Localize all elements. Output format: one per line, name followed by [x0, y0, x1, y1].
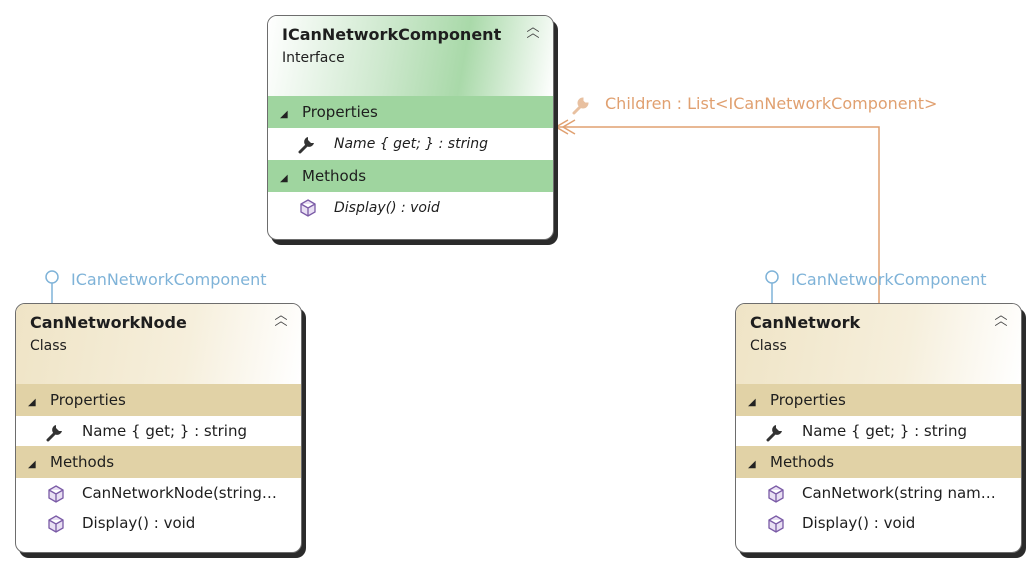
property-text: Name { get; } : string: [82, 422, 247, 440]
node-properties-section[interactable]: ◢ Properties: [16, 384, 301, 416]
property-text: Name { get; } : string: [802, 422, 967, 440]
interface-header[interactable]: ICanNetworkComponent Interface ︿︿: [268, 16, 553, 96]
double-chevron-up-icon[interactable]: ︿︿: [994, 308, 1008, 329]
node-interface-label: ICanNetworkComponent: [71, 270, 267, 289]
triangle-down-icon: ◢: [748, 397, 756, 408]
interface-method-row[interactable]: Display() : void: [268, 192, 553, 224]
method-text: Display() : void: [82, 514, 196, 532]
section-label: Properties: [50, 391, 126, 409]
network-method-row[interactable]: Display() : void: [736, 508, 1021, 538]
network-method-row[interactable]: CanNetwork(string nam…: [736, 478, 1021, 508]
node-title: CanNetworkNode: [30, 313, 187, 332]
cube-icon: [300, 199, 316, 217]
wrench-icon: [46, 424, 62, 441]
association-wrench-icon: [572, 97, 589, 115]
network-header[interactable]: CanNetwork Class ︿︿: [736, 304, 1021, 384]
network-methods-section[interactable]: ◢ Methods: [736, 446, 1021, 478]
section-label: Methods: [302, 167, 367, 185]
cube-icon: [48, 514, 64, 533]
node-kind: Class: [30, 338, 67, 354]
interface-kind: Interface: [282, 50, 345, 66]
triangle-down-icon: ◢: [748, 459, 756, 470]
triangle-down-icon: ◢: [28, 459, 36, 470]
interface-methods-section[interactable]: ◢ Methods: [268, 160, 553, 192]
section-label: Properties: [770, 391, 846, 409]
network-properties-section[interactable]: ◢ Properties: [736, 384, 1021, 416]
double-chevron-up-icon[interactable]: ︿︿: [274, 308, 288, 329]
association-arrowhead: [554, 119, 569, 135]
method-text: Display() : void: [334, 200, 440, 216]
section-label: Properties: [302, 103, 378, 121]
network-interface-label: ICanNetworkComponent: [791, 270, 987, 289]
network-title: CanNetwork: [750, 313, 861, 332]
node-lollipop-circle: [45, 270, 59, 284]
section-label: Methods: [770, 453, 835, 471]
network-lollipop-circle: [765, 270, 779, 284]
interface-properties-section[interactable]: ◢ Properties: [268, 96, 553, 128]
cube-icon: [48, 484, 64, 503]
network-property-row[interactable]: Name { get; } : string: [736, 416, 1021, 446]
property-text: Name { get; } : string: [334, 136, 488, 152]
triangle-down-icon: ◢: [280, 109, 288, 120]
section-label: Methods: [50, 453, 115, 471]
method-text: Display() : void: [802, 514, 916, 532]
association-label[interactable]: Children : List<ICanNetworkComponent>: [605, 94, 938, 113]
wrench-icon: [766, 424, 782, 441]
method-text: CanNetwork(string nam…: [802, 484, 996, 502]
association-line: [556, 126, 880, 303]
triangle-down-icon: ◢: [280, 173, 288, 184]
cube-icon: [768, 484, 784, 503]
wrench-icon: [298, 137, 314, 154]
node-class-shape[interactable]: CanNetworkNode Class ︿︿ ◢ Properties Name…: [15, 303, 302, 553]
method-text: CanNetworkNode(string…: [82, 484, 277, 502]
network-kind: Class: [750, 338, 787, 354]
triangle-down-icon: ◢: [28, 397, 36, 408]
node-method-row[interactable]: CanNetworkNode(string…: [16, 478, 301, 508]
interface-property-row[interactable]: Name { get; } : string: [268, 128, 553, 160]
node-methods-section[interactable]: ◢ Methods: [16, 446, 301, 478]
double-chevron-up-icon[interactable]: ︿︿: [526, 20, 540, 41]
network-class-shape[interactable]: CanNetwork Class ︿︿ ◢ Properties Name { g…: [735, 303, 1022, 553]
node-property-row[interactable]: Name { get; } : string: [16, 416, 301, 446]
interface-shape[interactable]: ICanNetworkComponent Interface ︿︿ ◢ Prope…: [267, 15, 554, 240]
cube-icon: [768, 514, 784, 533]
node-method-row[interactable]: Display() : void: [16, 508, 301, 538]
interface-title: ICanNetworkComponent: [282, 25, 502, 44]
node-header[interactable]: CanNetworkNode Class ︿︿: [16, 304, 301, 384]
